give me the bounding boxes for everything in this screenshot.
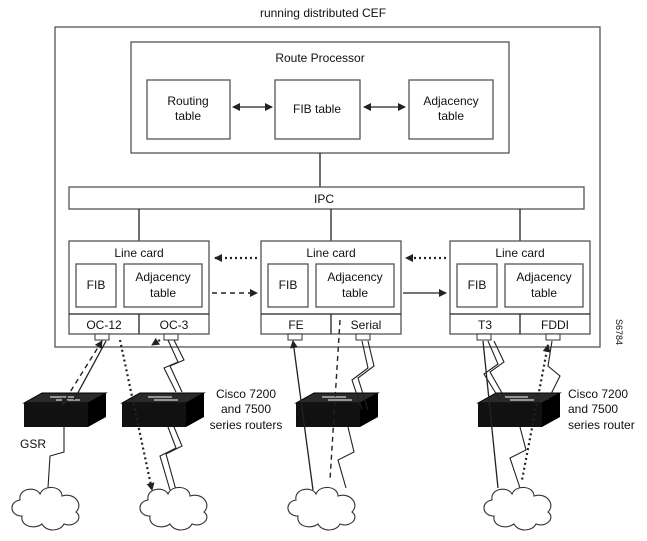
port-connector (163, 333, 179, 341)
fib-box (75, 263, 117, 308)
oc12-dotted-link (118, 339, 155, 491)
cisco-left-label-1: Cisco 7200 (216, 387, 276, 401)
switch-icon (295, 392, 379, 428)
cisco-left-label-2: and 7500 (221, 402, 271, 416)
cloud-icon (287, 486, 356, 531)
t3-link (482, 340, 499, 489)
oc12-gsr-dashed-link (61, 340, 103, 406)
ipc-bar (68, 186, 585, 210)
cisco-right-label-3: series router (568, 418, 635, 432)
cisco-right-label-1: Cisco 7200 (568, 387, 628, 401)
t3-zigzag (489, 340, 507, 401)
routing-table-label-2: table (175, 109, 201, 123)
oc3-serial-zigzag (169, 339, 185, 393)
line-card-3: Line card FIB Adjacency table T3 FDDI (449, 240, 591, 341)
port-connector (287, 333, 303, 341)
fib-label: FIB (468, 278, 487, 292)
port-label: FE (288, 318, 303, 332)
switch-cloud-zigzag (165, 426, 183, 491)
fe-link (289, 340, 314, 491)
adjacency-label-1: Adjacency (516, 270, 571, 284)
adjacency-box (504, 263, 584, 308)
oc3-dotted-arrow (151, 337, 161, 346)
fib-box (456, 263, 498, 308)
diagram-caption: running distributed CEF (260, 6, 386, 20)
routing-table-box (146, 79, 231, 140)
port-connector (476, 333, 492, 341)
adjacency-table-box (408, 79, 494, 140)
adjacency-box (315, 263, 395, 308)
adjacency-label-1: Adjacency (327, 270, 382, 284)
switch-cloud-zigzag (337, 426, 355, 489)
cisco-right-label-2: and 7500 (568, 402, 618, 416)
figure-id: S6784 (614, 319, 624, 345)
adjacency-label-1: Adjacency (135, 270, 190, 284)
switch-cloud-zigzag (509, 426, 527, 489)
fib-label: FIB (279, 278, 298, 292)
cloud-icon (139, 486, 208, 531)
gsr-cloud-link (47, 427, 65, 489)
port-label: T3 (478, 318, 492, 332)
fddi-zigzag (547, 340, 561, 401)
gsr-label: GSR (20, 437, 46, 451)
adjacency-label-2: table (150, 286, 176, 300)
port-connector (94, 333, 110, 341)
adjacency-label-2: table (531, 286, 557, 300)
adjacency-table-label-1: Adjacency (423, 94, 478, 108)
ipc-label: IPC (314, 192, 334, 206)
cisco-left-label-3: series routers (210, 418, 283, 432)
fib-box (267, 263, 309, 308)
switch-cloud-zigzag (159, 426, 177, 491)
line-card-title: Line card (495, 246, 544, 260)
port-label: OC-3 (160, 318, 189, 332)
line-card-2: Line card FIB Adjacency table FE Serial (260, 240, 402, 341)
port-label: Serial (351, 318, 382, 332)
cloud-icon (483, 486, 552, 531)
port-label: OC-12 (86, 318, 122, 332)
port-connector (355, 333, 371, 341)
fib-table-box (274, 79, 361, 140)
port-connector (545, 333, 561, 341)
serial-zigzag (357, 340, 375, 411)
adjacency-box (123, 263, 203, 308)
line-card-1: Line card FIB Adjacency table OC-12 OC-3 (68, 240, 210, 341)
route-processor-title: Route Processor (275, 51, 364, 65)
line-card-title: Line card (306, 246, 355, 260)
oc12-gsr-link (73, 340, 107, 401)
adjacency-table-label-2: table (438, 109, 464, 123)
cloud-icon (11, 486, 80, 531)
serial-zigzag (351, 340, 369, 411)
route-processor: Route Processor Routing table FIB table … (130, 41, 510, 154)
t3-zigzag (483, 340, 501, 401)
switch-icon (23, 392, 107, 428)
fib-label: FIB (87, 278, 106, 292)
routing-table-label-1: Routing (167, 94, 208, 108)
port-label: FDDI (541, 318, 569, 332)
fib-table-label: FIB table (293, 102, 341, 116)
adjacency-label-2: table (342, 286, 368, 300)
line-card-title: Line card (114, 246, 163, 260)
